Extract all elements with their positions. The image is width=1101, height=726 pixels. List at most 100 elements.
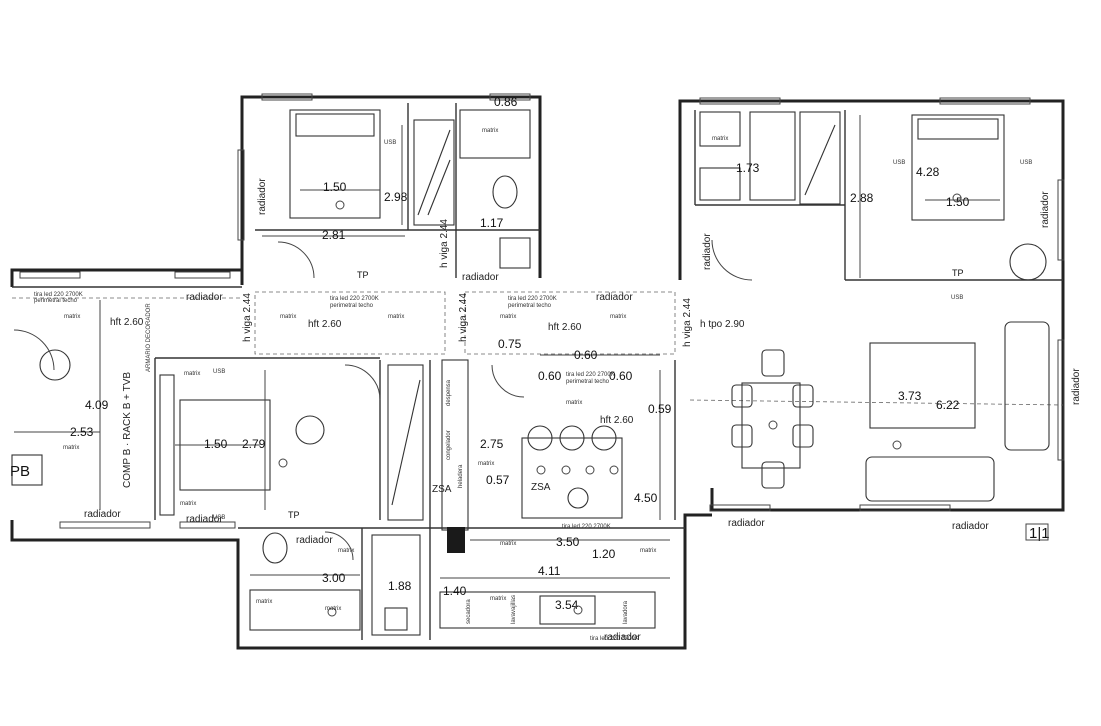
hviga-label-4: h viga 2.44 xyxy=(439,219,450,268)
dim-0-75: 0.75 xyxy=(498,337,522,351)
tp-label-2: TP xyxy=(952,268,964,278)
window-5 xyxy=(1057,179,1065,261)
window-3 xyxy=(699,97,781,105)
pendant-1 xyxy=(536,465,546,475)
usb-label-3: USB xyxy=(893,160,905,166)
bath-3-shower xyxy=(371,534,421,636)
matrix-label-17: matrix xyxy=(338,548,354,554)
ceiling-lines xyxy=(12,291,1064,406)
matrix-label-15: matrix xyxy=(256,599,272,605)
window-12 xyxy=(859,504,951,512)
radiador-label-5: radiador xyxy=(186,514,223,525)
window-8 xyxy=(59,521,151,529)
dim-1-40: 1.40 xyxy=(443,584,467,598)
dim-1-20: 1.20 xyxy=(592,547,616,561)
chair-3 xyxy=(731,384,753,408)
closet-3 xyxy=(387,364,424,521)
pendant-3 xyxy=(585,465,595,475)
kitchen-counter xyxy=(439,591,656,629)
matrix-label-5: matrix xyxy=(500,314,516,320)
radiador-label-1: radiador xyxy=(462,272,499,283)
tira-led-5: tira led 220 2700K xyxy=(562,524,611,530)
wall-left-top xyxy=(10,268,242,287)
bath-2-sink xyxy=(699,167,741,201)
hft-label-1: hft 2.60 xyxy=(308,319,342,330)
closet-1-hatch-b xyxy=(427,159,451,216)
radiador-label-10: radiador xyxy=(257,178,268,215)
dim-0-57: 0.57 xyxy=(486,473,510,487)
dim-1-17: 1.17 xyxy=(480,216,504,230)
window-4 xyxy=(939,97,1031,105)
chair-6 xyxy=(792,424,814,448)
matrix-label-11: matrix xyxy=(478,461,494,467)
window-2 xyxy=(489,93,531,101)
zsa-label-2: ZSA xyxy=(531,482,551,493)
bath-2-shower xyxy=(749,111,796,201)
study-chair xyxy=(295,415,325,445)
window-10 xyxy=(19,271,81,279)
door-entry xyxy=(13,329,55,371)
despensa-label: despensa xyxy=(446,379,452,406)
bath-1-sink xyxy=(499,237,531,269)
radiador-label-2: radiador xyxy=(186,292,223,303)
armchair-bed-2 xyxy=(1009,243,1047,281)
windows xyxy=(19,93,1065,529)
dim-1-50-bed1: 1.50 xyxy=(323,180,347,194)
radiador-label-3: radiador xyxy=(596,292,633,303)
pb-label: PB xyxy=(10,463,30,480)
light-point-2 xyxy=(952,193,962,203)
window-9 xyxy=(179,521,236,529)
dim-4-11: 4.11 xyxy=(538,564,561,578)
dim-0-60-b: 0.60 xyxy=(538,369,562,383)
dim-2-75: 2.75 xyxy=(480,437,504,451)
bed-2-pillow xyxy=(917,118,999,140)
matrix-label-1: matrix xyxy=(482,128,498,134)
dim-6-22: 6.22 xyxy=(936,398,960,412)
bath-2-toilet xyxy=(699,111,741,147)
stool-1 xyxy=(527,425,553,451)
stool-2 xyxy=(559,425,585,451)
hviga-label-3: h viga 2.44 xyxy=(682,298,693,347)
dim-2-81: 2.81 xyxy=(322,228,346,242)
radiador-label-7: radiador xyxy=(604,632,641,643)
matrix-label-9: matrix xyxy=(63,445,79,451)
rug xyxy=(869,342,976,429)
dim-1-50-study: 1.50 xyxy=(204,437,228,451)
usb-label-5: USB xyxy=(213,515,225,521)
light-point-7 xyxy=(327,607,337,617)
radiador-label-11: radiador xyxy=(702,233,713,270)
window-6 xyxy=(1057,339,1065,461)
sheet-number: 1|1 xyxy=(1029,525,1050,542)
usb-label-2: USB xyxy=(1020,160,1032,166)
chair-2 xyxy=(761,461,785,489)
sheet-box xyxy=(1025,523,1049,541)
kitchen-sink xyxy=(539,595,596,625)
bed-2 xyxy=(911,114,1005,221)
island-sink xyxy=(567,487,589,509)
window-7 xyxy=(237,149,245,241)
door-bath3 xyxy=(324,531,354,561)
bath-3-drain xyxy=(384,607,408,631)
dim-3-54: 3.54 xyxy=(555,598,579,612)
hft-label-4: hft 2.60 xyxy=(110,317,144,328)
radiador-label-4: radiador xyxy=(84,509,121,520)
bath-3-vanity xyxy=(249,589,361,631)
light-point-6 xyxy=(573,605,583,615)
pendant-2 xyxy=(561,465,571,475)
wall-bedroom-left xyxy=(240,95,542,285)
usb-label-1: USB xyxy=(384,140,396,146)
ceiling-line-2 xyxy=(689,399,1064,406)
dimension-text: 0.86 1.50 2.98 1.17 2.81 1.73 2.88 4.28 … xyxy=(70,95,970,612)
perimetral-3: perimetral techo xyxy=(34,298,78,304)
zsa-label-1: ZSA xyxy=(432,484,452,495)
matrix-label-16: matrix xyxy=(325,606,341,612)
electrical-symbols xyxy=(278,193,962,617)
bath-1-shower xyxy=(459,109,531,159)
bed-1 xyxy=(289,109,381,219)
matrix-label-6: matrix xyxy=(610,314,626,320)
matrix-label-2: matrix xyxy=(64,314,80,320)
hviga-label-2: h viga 2.44 xyxy=(458,293,469,342)
window-13 xyxy=(709,504,771,512)
matrix-label-8: matrix xyxy=(566,400,582,406)
